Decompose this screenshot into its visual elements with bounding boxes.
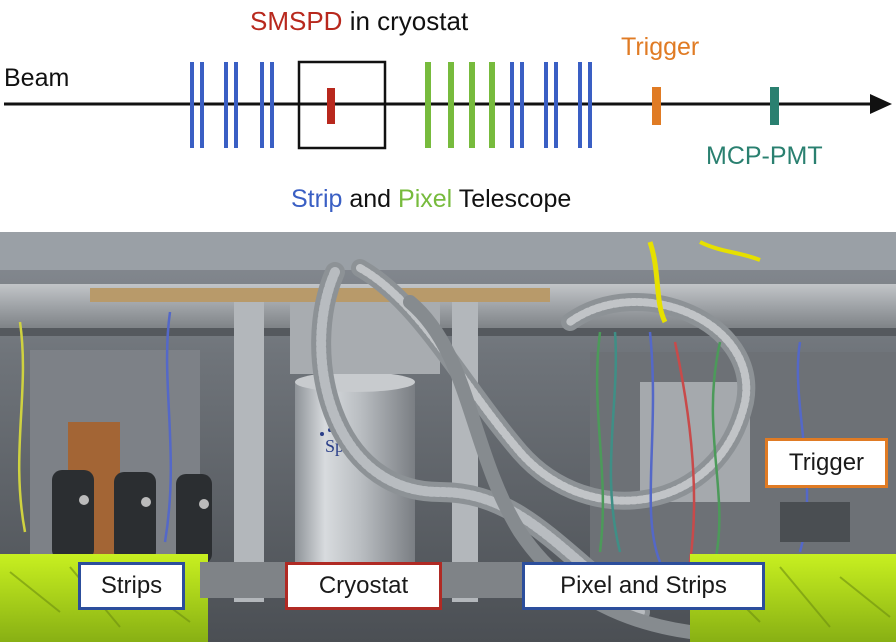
- beamline-schematic: Beam SMSPD in cryostat Trigger MCP-PMT S…: [4, 6, 892, 213]
- caption-pixel: Pixel: [398, 185, 452, 213]
- mcp-pmt-marker: [770, 87, 779, 125]
- caption-strip: Strip: [291, 185, 342, 213]
- trigger-marker: [652, 87, 661, 125]
- cryostat-label: Cryostat: [318, 572, 409, 599]
- strips-label-box: Strips: [78, 562, 185, 610]
- pixel-strips-label: Pixel and Strips: [560, 572, 727, 599]
- overhead-beam-shadow: [0, 328, 896, 336]
- beam-label: Beam: [4, 64, 69, 92]
- smspd-label: SMSPD in cryostat: [250, 6, 469, 36]
- strip-planes-downstream: [510, 62, 592, 148]
- strip-planes-upstream: [190, 62, 274, 148]
- pixel-strips-label-box: Pixel and Strips: [522, 562, 765, 610]
- beam-arrowhead: [870, 94, 892, 114]
- caption-telescope: Telescope: [452, 185, 571, 213]
- smspd-marker: [327, 88, 335, 124]
- strips-label: Strips: [100, 572, 163, 599]
- cryostat-box: [297, 60, 387, 150]
- ceiling: [0, 232, 896, 270]
- trigger-label: Trigger: [621, 33, 699, 61]
- pixel-planes: [425, 62, 495, 148]
- telescope-caption: Strip and Pixel Telescope: [291, 185, 571, 213]
- trigger-photo-label: Trigger: [788, 449, 865, 476]
- caption-and: and: [342, 185, 398, 213]
- smspd-label-rest: in cryostat: [342, 6, 468, 36]
- smspd-label-red: SMSPD: [250, 6, 342, 36]
- flex-hoses: [311, 259, 756, 639]
- trigger-hardware: [780, 502, 850, 542]
- mcp-pmt-label: MCP-PMT: [706, 142, 823, 170]
- cables: [17, 240, 809, 563]
- strip-modules: [52, 470, 212, 564]
- cryostat-label-box: Cryostat: [285, 562, 442, 610]
- trigger-label-box: Trigger: [765, 438, 888, 488]
- cryostat-top: [295, 372, 415, 392]
